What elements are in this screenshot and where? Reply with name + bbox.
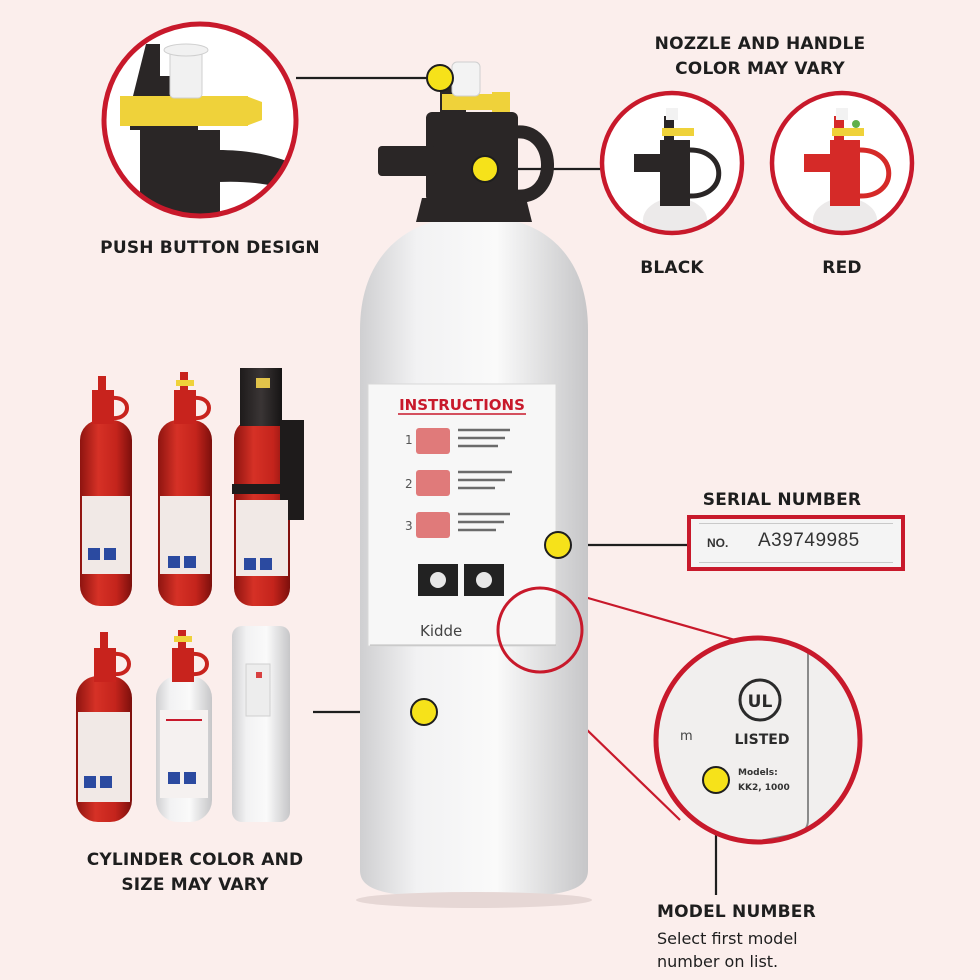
push-button-zoom — [101, 21, 299, 219]
black-label: BLACK — [640, 258, 704, 278]
small-extinguisher-red-1 — [80, 376, 132, 606]
step-number: 2 — [405, 477, 413, 491]
cylinder-label-line2: SIZE MAY VARY — [121, 875, 269, 895]
push-button-label: PUSH BUTTON DESIGN — [100, 238, 320, 258]
nozzle-label-line1: NOZZLE AND HANDLE — [654, 34, 866, 54]
model-number-title: MODEL NUMBER — [657, 902, 816, 922]
main-extinguisher: INSTRUCTIONS 1 2 3 Kidde — [356, 61, 592, 908]
red-label: RED — [822, 258, 862, 278]
cylinder-label-line1: CYLINDER COLOR AND — [86, 850, 304, 870]
models-value: KK2, 1000 — [738, 783, 790, 793]
serial-prefix: NO. — [707, 536, 729, 550]
ul-mark: UL — [748, 692, 773, 712]
serial-value: A39749985 — [758, 530, 860, 551]
red-nozzle-circle — [769, 90, 915, 236]
step-number: 1 — [405, 433, 413, 447]
small-extinguisher-white — [156, 630, 212, 822]
models-label: Models: — [738, 768, 778, 778]
nozzle-label-line2: COLOR MAY VARY — [675, 59, 845, 79]
small-extinguisher-red-3 — [232, 368, 304, 606]
instructions-title: INSTRUCTIONS — [399, 396, 525, 414]
brand-logo: Kidde — [420, 622, 462, 640]
ul-listed-text: LISTED — [735, 732, 790, 748]
model-number-desc-line2: number on list. — [657, 952, 779, 971]
model-number-desc-line1: Select first model — [657, 929, 798, 948]
small-extinguisher-white-tall — [232, 626, 290, 822]
serial-number-title: SERIAL NUMBER — [702, 490, 862, 510]
callout-dots — [410, 64, 730, 794]
step-number: 3 — [405, 519, 413, 533]
small-extinguisher-red-4 — [76, 632, 132, 822]
ul-listed-zoom: UL LISTED Models: KK2, 1000 m — [653, 635, 863, 845]
svg-text:m: m — [680, 729, 693, 744]
zoom-origin-circle — [496, 586, 584, 674]
serial-plate-inner — [699, 523, 893, 563]
small-extinguisher-red-2 — [158, 372, 212, 606]
serial-number-plate: NO. A39749985 — [687, 515, 905, 571]
black-nozzle-circle — [599, 90, 745, 236]
